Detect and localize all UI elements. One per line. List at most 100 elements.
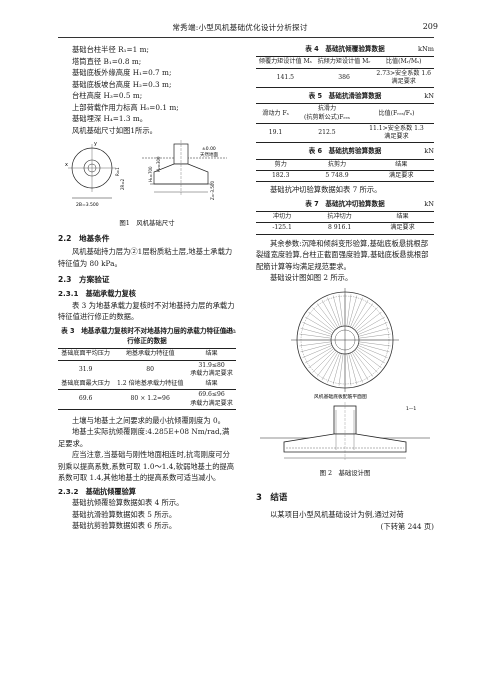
fig2-section-view bbox=[260, 401, 430, 460]
param-h2: 基础底板坡台高度 H₂=0.3 m; bbox=[72, 79, 172, 89]
figure-1-foundation-dimensions: x y 2B=3.500 R=1 2R=2 ±0.00 天然地面 H₁=700 … bbox=[65, 140, 227, 208]
table-6-caption: 表 6 基础抗剪验算数据 kN bbox=[308, 147, 434, 156]
table-3-unit: kPa bbox=[223, 326, 236, 335]
t4-cell-2: 2.73>安全系数 1.6 满足要求 bbox=[376, 69, 432, 85]
section-3-text: 以某项目小型风机基础设计为例,通过对荷 bbox=[270, 510, 404, 520]
t6-header-2: 结果 bbox=[368, 159, 434, 171]
fig2-section-label: 1—1 bbox=[406, 406, 416, 412]
fig1-intro: 风机基础尺寸如图1所示。 bbox=[72, 125, 157, 135]
fig1-label-depth: Z=-3.500 bbox=[210, 181, 215, 200]
page-header: 常秀端:小型风机基础优化设计分析探讨 209 bbox=[0, 22, 480, 36]
right-column: 表 4 基础抗倾覆验算数据 kNm 倾覆力矩设计值 Mₛ 抗倾力矩设计值 Mᵣ … bbox=[256, 44, 434, 532]
header-rule bbox=[58, 37, 434, 38]
table-6: 剪力 抗剪力 结果 182.3 5 748.9 满足要求 bbox=[256, 158, 434, 183]
s232-line-1: 基础抗倾覆验算数据如表 4 所示。 bbox=[72, 498, 184, 508]
page-number: 209 bbox=[422, 22, 438, 31]
t3-cell-res2: 69.6≤96 承载力满足要求 bbox=[190, 391, 233, 407]
t3-cell-cap12: 80 × 1.2=96 bbox=[130, 395, 170, 403]
note-text: 应当注意,当基础与刚性地面相连时,抗弯刚度可分别乘以提高系数,系数可取 1.0～… bbox=[58, 450, 235, 483]
t5-cell-2: 11.1>安全系数 1.3 满足要求 bbox=[369, 124, 424, 141]
table-3-caption: 表 3 地基承载力复核时不对地基持力层的承载力特征值进行修正的数据 kPa bbox=[61, 326, 236, 346]
t3-cell-res1: 31.9≤80 承载力满足要求 bbox=[190, 361, 233, 377]
param-h3: 台柱高度 H₃=0.5 m; bbox=[72, 91, 143, 101]
t3-cell-cap: 80 bbox=[146, 365, 155, 373]
t5-cell-1: 212.5 bbox=[318, 129, 336, 137]
figure-2-caption: 图 2 基础设计图 bbox=[319, 468, 371, 477]
t5-cell-0: 19.1 bbox=[268, 129, 283, 137]
t6-cell-1: 5 748.9 bbox=[325, 171, 349, 179]
t5-header-0: 滑动力 Fₛ bbox=[256, 103, 295, 124]
t3-cell-avg: 31.9 bbox=[78, 365, 93, 373]
section-2-3-2-title: 2.3.2 基础抗倾覆验算 bbox=[58, 486, 136, 496]
left-column: 基础台柱半径 R₁=1 m; 塔筒直径 B₁=0.8 m; 基础底板外缘高度 H… bbox=[58, 44, 236, 532]
fig2-plan-view bbox=[291, 287, 399, 392]
t5-header-1: 抗滑力 (抗剪断公式)Fᵣₑₛ bbox=[295, 103, 359, 124]
fig1-label-x: x bbox=[65, 162, 68, 168]
t7-cell-2: 满足要求 bbox=[390, 224, 415, 232]
stiffness-text: 土壤与地基土之间要求的最小抗倾覆刚度为 0。 bbox=[72, 415, 225, 425]
other-checks-text: 其余参数:沉降和倾斜变形验算,基础底板悬挑根部裂缝宽度验算,台柱正截面强度验算,… bbox=[256, 238, 429, 271]
table-7-intro: 基础抗冲切验算数据如表 7 所示。 bbox=[270, 185, 382, 195]
t4-header-2: 比值(Mᵣ/Mₛ) bbox=[373, 56, 434, 69]
table-7-unit: kN bbox=[424, 199, 434, 208]
parameter-list: 基础台柱半径 R₁=1 m; 塔筒直径 B₁=0.8 m; 基础底板外缘高度 H… bbox=[58, 44, 236, 136]
s232-line-2: 基础抗滑验算数据如表 5 所示。 bbox=[72, 509, 177, 519]
t7-cell-0: -125.1 bbox=[272, 224, 292, 232]
table-5-unit: kN bbox=[424, 92, 434, 101]
t4-header-0: 倾覆力矩设计值 Mₛ bbox=[256, 56, 315, 69]
continued-note: (下转第 244 页) bbox=[380, 521, 434, 531]
table-5: 滑动力 Fₛ 抗滑力 (抗剪断公式)Fᵣₑₛ 比值(Fᵣₑₛ/Fₛ) 19.1 … bbox=[256, 103, 434, 144]
t7-header-0: 冲切力 bbox=[256, 211, 309, 224]
table-4-unit: kNm bbox=[417, 45, 434, 53]
t4-cell-1: 386 bbox=[338, 73, 350, 81]
s232-line-3: 基础抗剪验算数据如表 6 所示。 bbox=[72, 521, 177, 531]
section-3-title: 3 结语 bbox=[256, 492, 288, 503]
t3-header-result: 结果 bbox=[187, 348, 236, 361]
fig1-label-ground: 天然地面 bbox=[200, 151, 218, 158]
t6-cell-2: 满足要求 bbox=[389, 171, 414, 179]
t6-header-1: 抗剪力 bbox=[305, 159, 369, 171]
param-b1: 塔筒直径 B₁=0.8 m; bbox=[72, 56, 142, 66]
table-6-unit: kN bbox=[424, 147, 434, 156]
section-2-2-title: 2.2 地基条件 bbox=[58, 234, 110, 244]
t4-cell-0: 141.5 bbox=[276, 73, 295, 81]
t3-cell-max: 69.6 bbox=[78, 395, 93, 403]
param-h1: 基础底板外缘高度 H₁=0.7 m; bbox=[72, 68, 172, 78]
t7-header-1: 抗冲切力 bbox=[308, 211, 372, 224]
figure-1-caption: 图1 风机基础尺寸 bbox=[119, 219, 175, 228]
table-4: 倾覆力矩设计值 Mₛ 抗倾力矩设计值 Mᵣ 比值(Mᵣ/Mₛ) 141.5 38… bbox=[256, 56, 434, 89]
fig1-label-top: ±0.00 bbox=[202, 146, 216, 152]
t3-header-avg-pressure: 基础底面平均压力 bbox=[58, 348, 114, 361]
t3-header-capacity: 地基承载力特征值 bbox=[113, 348, 188, 361]
stiffness-text-2: 地基土实际抗倾覆刚度:4.285E+08 Nm/rad,满足要求。 bbox=[58, 427, 230, 448]
table-3: 基础底面平均压力 地基承载力特征值 结果 31.9 80 31.9≤80 承载力… bbox=[58, 348, 236, 410]
figure-2-intro: 基础设计图如图 2 所示。 bbox=[270, 273, 353, 283]
section-2-3-1-text: 表 3 为地基承载力复核时不对地基持力层的承载力特征值进行修正的数据。 bbox=[58, 300, 235, 322]
running-title: 常秀端:小型风机基础优化设计分析探讨 bbox=[172, 23, 308, 32]
section-2-2-text: 风机基础持力层为②1层粉质粘土层,地基土承载力特征值为 80 kPa。 bbox=[58, 247, 233, 268]
table-4-caption: 表 4 基础抗倾覆验算数据 kNm bbox=[305, 45, 434, 53]
table-5-caption: 表 5 基础抗滑验算数据 kN bbox=[308, 92, 434, 101]
t6-cell-0: 182.3 bbox=[272, 171, 290, 179]
table-7-caption: 表 7 基础抗冲切验算数据 kN bbox=[305, 199, 434, 208]
figure-2-foundation-design: 风机基础底板配筋平面图 1—1 bbox=[260, 287, 430, 460]
fig1-label-h1: H₁=700 bbox=[148, 166, 153, 182]
t7-header-2: 结果 bbox=[371, 211, 434, 224]
section-2-3-1-title: 2.3.1 基础承载力复核 bbox=[58, 289, 136, 299]
param-h4: 基础埋深 H₄=1.3 m。 bbox=[72, 114, 148, 124]
table-7: 冲切力 抗冲切力 结果 -125.1 8 916.1 满足要求 bbox=[256, 211, 434, 235]
fig2-plan-label: 风机基础底板配筋平面图 bbox=[314, 393, 367, 400]
t5-header-2: 比值(Fᵣₑₛ/Fₛ) bbox=[358, 103, 434, 124]
fig1-label-2r: 2R=2 bbox=[120, 178, 125, 190]
t3-header-capacity-12: 1.2 倍地基承载力特征值 bbox=[113, 379, 188, 391]
t4-header-1: 抗倾力矩设计值 Mᵣ bbox=[314, 56, 374, 69]
fig1-label-r: R=1 bbox=[115, 167, 120, 176]
t7-cell-1: 8 916.1 bbox=[327, 224, 352, 232]
param-h0: 上部荷载作用力标高 H₀=0.1 m; bbox=[72, 102, 179, 112]
fig1-label-2b: 2B=3.500 bbox=[76, 202, 99, 208]
t3-header-result2: 结果 bbox=[187, 379, 236, 391]
param-r1: 基础台柱半径 R₁=1 m; bbox=[72, 45, 149, 54]
fig1-label-h2: H₂=300 bbox=[156, 156, 161, 172]
t6-header-0: 剪力 bbox=[256, 159, 306, 171]
t3-header-max-pressure: 基础底面最大压力 bbox=[58, 379, 114, 391]
